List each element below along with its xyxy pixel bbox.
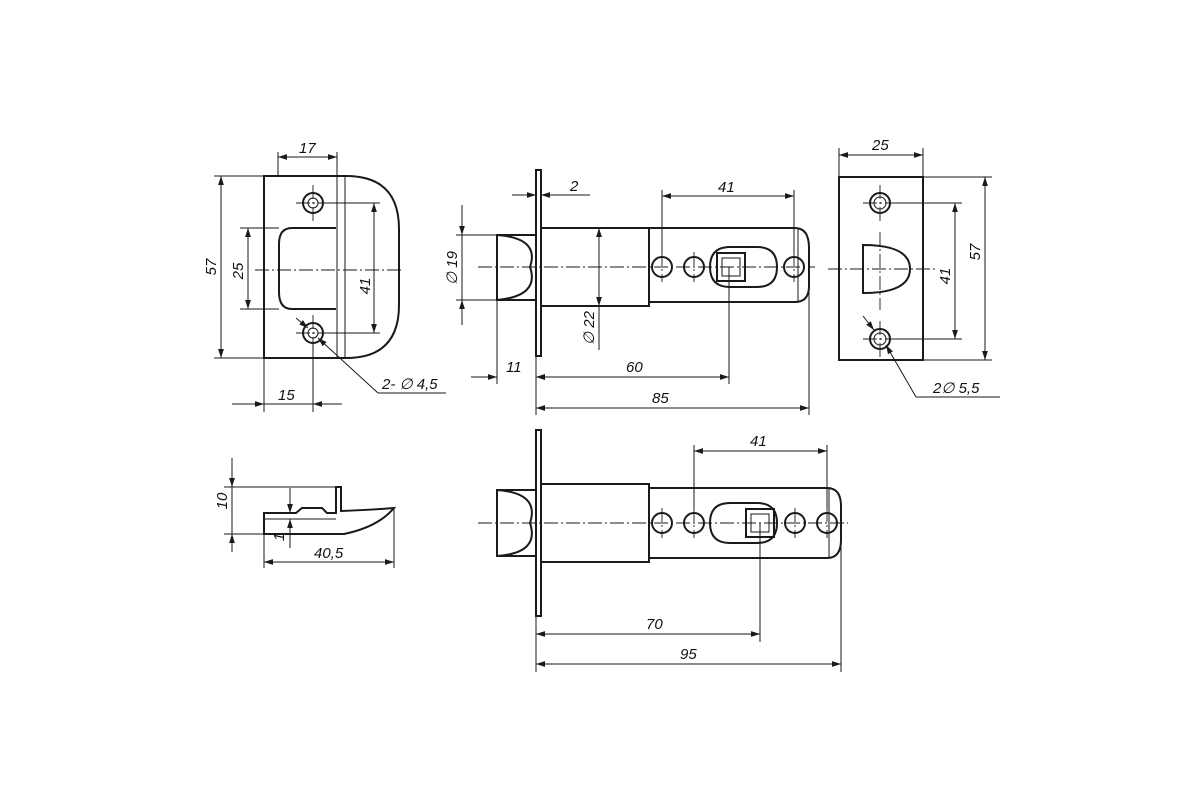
dim-backset-60: 60	[626, 359, 643, 376]
dim-strike-holes: 2- ∅ 4,5	[381, 376, 438, 393]
dim-strike-offset: 15	[278, 387, 295, 404]
dim-faceplate-height: 57	[967, 243, 984, 260]
dim-latch-top-slot: 41	[718, 179, 735, 196]
faceplate-bolt-opening	[862, 243, 912, 295]
dim-bolt-diameter: ∅ 19	[444, 250, 461, 285]
dim-strike-width: 17	[299, 140, 316, 157]
dim-total-85: 85	[652, 390, 669, 407]
latch-bolt	[496, 234, 536, 301]
latch-faceplate	[535, 169, 542, 357]
latch-bottom-view: 41 70 95	[478, 429, 848, 672]
strike-plate-outline	[263, 175, 400, 359]
dim-faceplate-width: 25	[871, 137, 889, 154]
faceplate-front-view: 25 41 57 2∅ 5,5	[828, 137, 1000, 398]
dim-strike-hole-spacing: 41	[357, 278, 374, 295]
strike-plate-front-view: 17 57 25 41 15 2- ∅ 4,5	[203, 140, 446, 412]
dim-strike-length: 40,5	[314, 545, 344, 562]
dim-faceplate-holes: 2∅ 5,5	[932, 380, 980, 397]
dim-total-95: 95	[680, 646, 697, 663]
dim-strike-thickness: 1	[271, 533, 288, 541]
dim-bolt-projection: 11	[506, 359, 522, 376]
strike-plate-profile	[263, 486, 397, 535]
dim-latch-bottom-slot: 41	[750, 433, 767, 450]
dim-strike-side-height: 10	[214, 492, 231, 509]
dim-backset-70: 70	[646, 616, 663, 633]
strike-plate-side-view: 40,5 10 1	[214, 458, 397, 568]
strike-plate-opening	[278, 227, 336, 310]
dim-body-diameter: ∅ 22	[581, 310, 598, 345]
latch-top-view: 2 41 ∅ 19 ∅ 22 11 60 85	[444, 169, 815, 415]
dim-faceplate-hole-spacing: 41	[937, 268, 954, 285]
dim-faceplate-thickness: 2	[569, 178, 579, 195]
dim-strike-opening: 25	[230, 262, 247, 280]
faceplate-outline	[838, 176, 924, 361]
dim-strike-height: 57	[203, 258, 220, 275]
